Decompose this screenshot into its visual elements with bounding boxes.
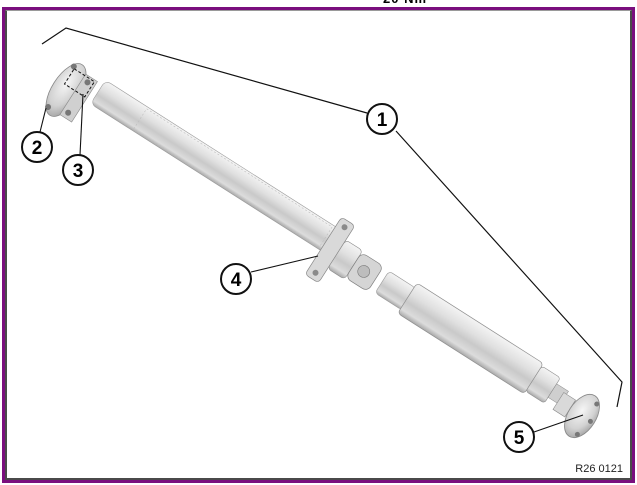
svg-text:3: 3 [73, 161, 84, 182]
svg-text:5: 5 [514, 428, 525, 449]
assembly-bracket-line [41, 27, 623, 408]
figure-reference-code: R26 0121 [575, 463, 623, 475]
svg-text:2: 2 [32, 138, 43, 159]
svg-text:1: 1 [377, 110, 388, 131]
figure-inner-border [5, 10, 632, 480]
callout-1: 1 [366, 103, 398, 135]
center-bearing [306, 218, 382, 290]
callout-4: 4 [220, 263, 252, 295]
front-flex-disc [45, 63, 98, 123]
rear-flange [552, 392, 600, 438]
svg-text:4: 4 [231, 270, 242, 291]
callout-2: 2 [21, 131, 53, 163]
callout-3: 3 [62, 154, 94, 186]
top-caption: 20 Nm [383, 0, 427, 6]
front-shaft-tube [92, 82, 340, 253]
leader-lines [39, 93, 584, 433]
callout-5: 5 [503, 421, 535, 453]
rear-shaft-tube [376, 272, 569, 406]
